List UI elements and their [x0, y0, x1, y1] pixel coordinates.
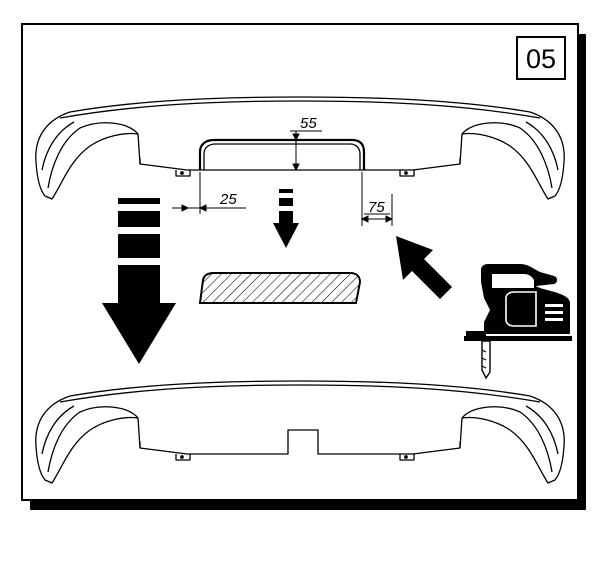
step-number: 05 — [526, 44, 556, 74]
dimension-left-offset — [172, 172, 246, 214]
step-badge: 05 — [516, 36, 566, 80]
large-down-arrow-icon — [102, 198, 176, 364]
dimension-left-offset-label: 25 — [219, 191, 237, 208]
dimension-right-offset — [360, 172, 394, 226]
dimension-height-label: 55 — [300, 115, 317, 132]
diagonal-arrow-icon — [396, 236, 452, 299]
jigsaw-icon — [464, 264, 572, 380]
small-down-arrow-icon — [273, 189, 299, 248]
diagram-frame — [21, 23, 579, 501]
bumper-before-cut — [35, 96, 565, 200]
removed-piece — [198, 272, 362, 304]
dimension-right-offset-label: 75 — [368, 199, 385, 216]
dimension-height — [290, 130, 322, 172]
bumper-after-cut — [35, 380, 565, 484]
